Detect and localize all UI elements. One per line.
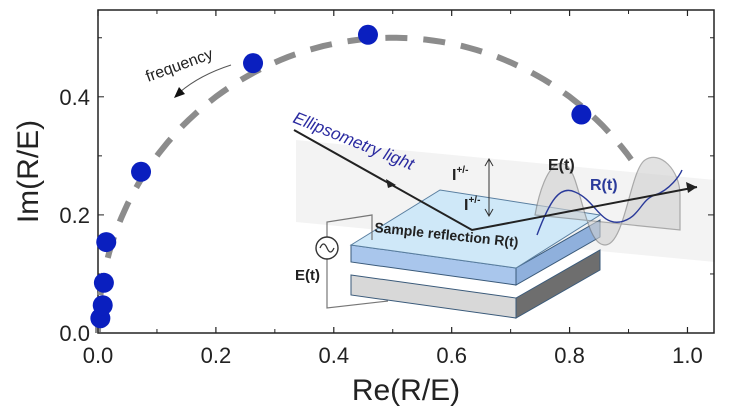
frequency-arrowhead: [174, 87, 185, 98]
plot-frame: [97, 9, 715, 334]
i-top-label: I+/-: [452, 165, 468, 184]
y-axis-label: Im(R/E): [12, 120, 45, 223]
e-wave: [534, 156, 681, 246]
x-tick-label: 0.6: [436, 343, 467, 368]
data-point: [571, 104, 592, 125]
slab-bottom-side: [515, 249, 601, 319]
x-tick-label: 0.2: [201, 343, 232, 368]
data-point: [131, 161, 152, 182]
ellipsometry-inset-diagram: E(t) Ellipsometry light I+/- I+/- E(t) R…: [291, 108, 715, 319]
r-wave: [536, 169, 683, 236]
incident-beam: [293, 129, 698, 232]
x-tick-label: 0.4: [318, 343, 349, 368]
y-tick-label: 0.4: [59, 85, 90, 110]
sine-glyph: [319, 243, 335, 253]
e-wave-label: E(t): [548, 157, 575, 174]
fit-curve: [95, 34, 634, 334]
data-point: [243, 53, 264, 74]
x-tick-label: 0.0: [83, 343, 114, 368]
intensity-arrow: [484, 157, 494, 218]
x-tick-label: 0.8: [554, 343, 585, 368]
circuit-wire: [326, 214, 389, 309]
data-point: [357, 24, 378, 45]
frequency-label: frequency: [144, 46, 216, 86]
y-tick-label: 0.2: [59, 203, 90, 228]
source-label: E(t): [295, 267, 320, 284]
beam-mid-arrow: [386, 179, 396, 188]
data-point: [93, 272, 114, 293]
x-axis-label: Re(R/E): [352, 374, 460, 407]
beam-arrowhead: [686, 182, 697, 193]
r-wave-label: R(t): [590, 177, 618, 194]
frequency-arrow: [179, 64, 232, 93]
i-bottom-label: I+/-: [464, 195, 480, 214]
data-point: [92, 295, 113, 316]
x-tick-label: 1.0: [672, 343, 703, 368]
data-point: [96, 232, 117, 253]
y-tick-label: 0.0: [59, 321, 90, 346]
